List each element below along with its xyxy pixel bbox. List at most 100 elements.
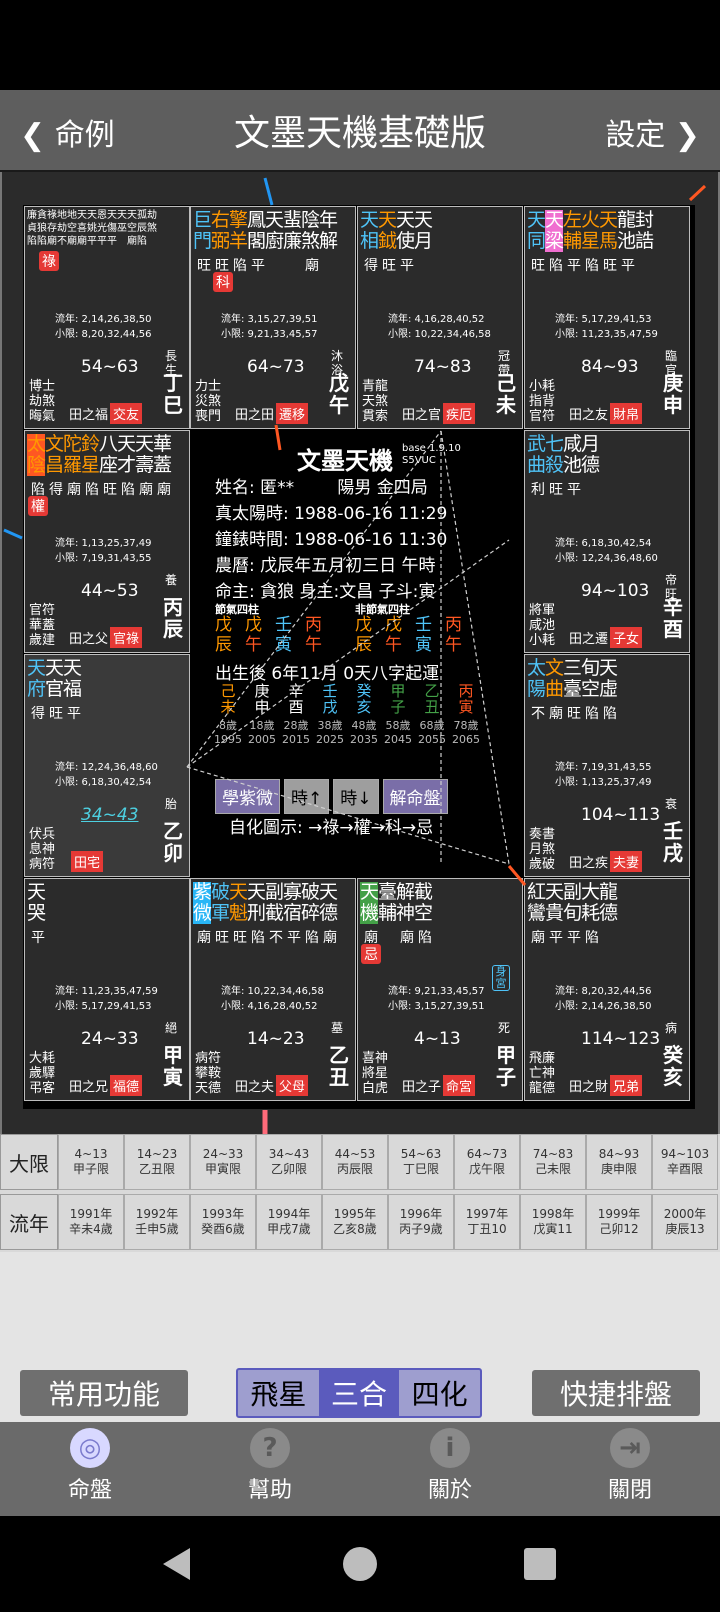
palace-cell-si[interactable]: 廉貪祿地地天天恩天天天孤劫貞狼存劫空喜姚光傷巫空辰煞陷陷廟不廟廟平平平 廟陷祿流… (24, 206, 190, 429)
stem-branch: 辛酉 (663, 595, 683, 641)
common-functions-button[interactable]: 常用功能 (20, 1370, 188, 1416)
life-stage: 絕 (165, 1021, 178, 1035)
brightness: 得旺平 (364, 258, 418, 274)
settings-button[interactable]: 設定 ❯ (605, 118, 700, 153)
daxian-header: 大限 (0, 1134, 58, 1190)
interpret-button[interactable]: 解命盤 (382, 779, 448, 814)
nav-back-icon (163, 1548, 190, 1580)
dayun-column: 丙寅 78歲 2065 (452, 682, 480, 746)
liunian-cell[interactable]: 1995年乙亥8歲 (322, 1194, 388, 1250)
mode-sanhe[interactable]: 三合 (318, 1370, 400, 1416)
life-stage: 衰 (665, 797, 678, 811)
liunian-cell[interactable]: 1994年甲戌7歲 (256, 1194, 322, 1250)
hour-down-button[interactable]: 時↓ (333, 779, 379, 814)
dayun-column: 癸亥 48歲 2035 (350, 682, 378, 746)
nav-home-icon (343, 1547, 377, 1581)
stem-branch: 壬戌 (663, 819, 683, 865)
life-stage: 臨官 (665, 349, 678, 377)
stem-branch: 甲子 (496, 1043, 516, 1089)
side-stars: 大耗歲驛弔客 (29, 1051, 56, 1096)
brightness: 平 (31, 930, 49, 946)
palace-name: 田之子命宮 (402, 1075, 476, 1096)
life-stage: 胎 (165, 797, 178, 811)
dayun-column: 甲子 58歲 2045 (384, 682, 412, 746)
life-stage: 死 (498, 1021, 511, 1035)
palace-name: 田之父官祿 (69, 627, 143, 648)
jieqi-label: 節氣四柱 (215, 603, 259, 616)
decade-range[interactable]: 34~43 (81, 805, 139, 825)
quick-chart-button[interactable]: 快捷排盤 (532, 1370, 700, 1416)
mode-sihua[interactable]: 四化 (411, 1378, 468, 1411)
liunian-cell[interactable]: 1997年丁丑10 (454, 1194, 520, 1250)
life-stage: 冠帶 (498, 349, 511, 377)
liunian-cell[interactable]: 1992年壬申5歲 (124, 1194, 190, 1250)
palace-name: 田之田遷移 (235, 403, 309, 424)
decade-range: 54~63 (81, 357, 139, 377)
tab-chart[interactable]: ◎命盤 (30, 1428, 150, 1504)
life-stage: 墓 (331, 1021, 344, 1035)
stem-branch: 己未 (496, 371, 516, 417)
star-list: 天相天鉞天使天月 (360, 209, 434, 252)
life-stage: 沐浴 (331, 349, 344, 377)
back-button[interactable]: ❮ 命例 (20, 118, 115, 153)
mode-feixing[interactable]: 飛星 (250, 1378, 307, 1411)
decade-range: 24~33 (81, 1029, 139, 1049)
palace-name: 田之遷子女 (569, 627, 643, 648)
star-list: 太陰文昌陀羅鈴星八座天才天壽華蓋 (27, 433, 173, 476)
pillar: 丙午 (305, 615, 322, 655)
decade-range: 44~53 (81, 581, 139, 601)
palace-cell-wu[interactable]: 巨門右弼擎羊鳳閣天廚蜚廉陰煞年解旺旺陷平 廟科流年: 3,15,27,39,51… (190, 206, 356, 429)
liunian-cell[interactable]: 1998年戊寅11 (520, 1194, 586, 1250)
life-stage: 病 (665, 1021, 678, 1035)
liunian-cell[interactable]: 1993年癸酉6歲 (190, 1194, 256, 1250)
dayun-column: 辛酉 28歲 2015 (282, 682, 310, 746)
star-list: 廉貪祿地地天天恩天天天孤劫貞狼存劫空喜姚光傷巫空辰煞陷陷廟不廟廟平平平 廟陷 (27, 210, 157, 247)
decade-range: 14~23 (247, 1029, 305, 1049)
palace-name: 田之財兄弟 (569, 1075, 643, 1096)
palace-name: 田之官疾厄 (402, 403, 476, 424)
tab-help[interactable]: ?幫助 (210, 1428, 330, 1504)
liunian-cell[interactable]: 2000年庚辰13 (652, 1194, 718, 1250)
palace-cell-chen[interactable]: 太陰文昌陀羅鈴星八座天才天壽華蓋陷得廟陷旺陷廟廟權流年: 1,13,25,37,… (24, 430, 190, 653)
decade-range: 74~83 (414, 357, 472, 377)
stem-branch: 乙丑 (329, 1043, 349, 1089)
star-list: 天府天官天福 (27, 657, 83, 700)
pillar: 戊午 (245, 615, 262, 655)
palace-name: 田之夫父母 (235, 1075, 309, 1096)
tab-close[interactable]: ⇥關閉 (570, 1428, 690, 1504)
clock-time: 鐘錶時間: 1988-06-16 11:30 (215, 530, 448, 550)
stem-branch: 庚申 (663, 371, 683, 417)
liunian-cell[interactable]: 1996年丙子9歲 (388, 1194, 454, 1250)
liunian-cell[interactable]: 1991年辛未4歲 (58, 1194, 124, 1250)
stem-branch: 戊午 (329, 371, 349, 417)
palace-cell-chou[interactable]: 紫微破軍天魁天刑副截寡宿破碎天德廟旺旺陷不平陷廟流年: 10,22,34,46,… (190, 878, 356, 1101)
liunian-cell[interactable]: 1999年己卯12 (586, 1194, 652, 1250)
palace-name: 田之疾夫妻 (569, 851, 643, 872)
pillar: 戊午 (385, 615, 402, 655)
